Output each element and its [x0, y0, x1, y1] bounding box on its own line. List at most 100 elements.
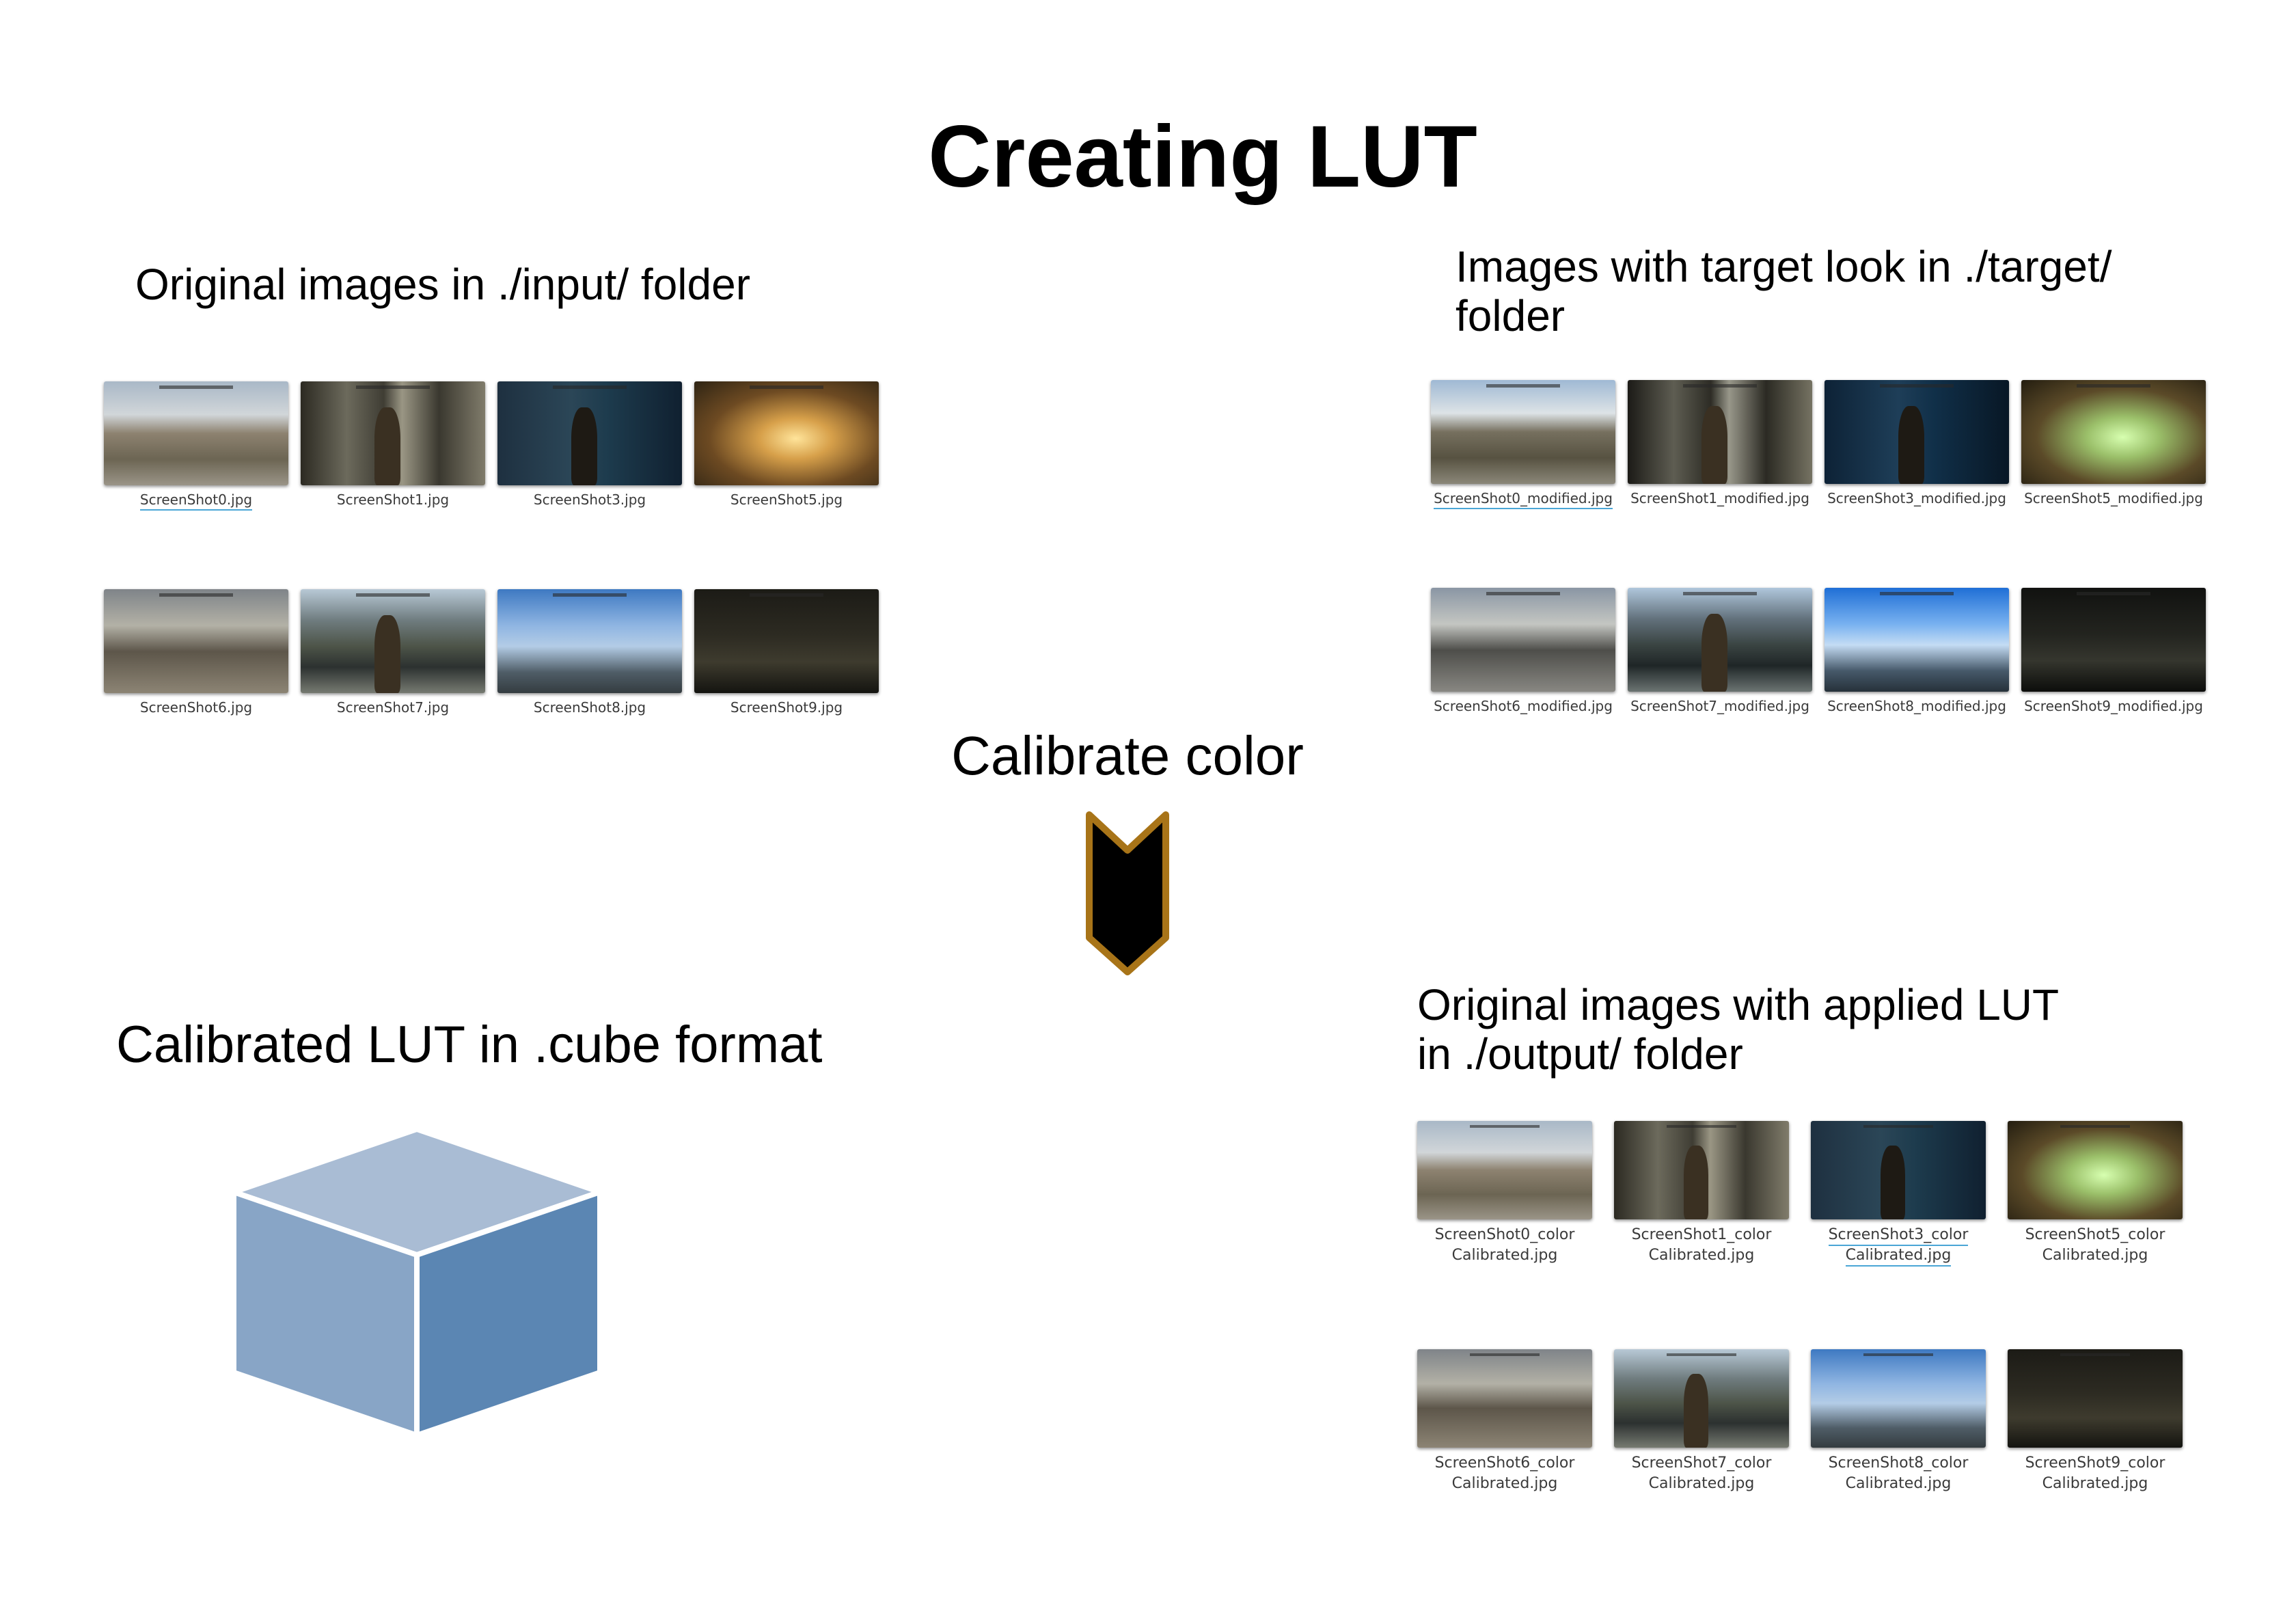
hud-bar — [1486, 384, 1560, 388]
image-thumbnail[interactable] — [1628, 380, 1812, 484]
image-filename-label[interactable]: ScreenShot0_color Calibrated.jpg — [1397, 1225, 1613, 1266]
filename-text: ScreenShot6.jpg — [139, 699, 253, 716]
filename-text: ScreenShot3_color Calibrated.jpg — [1828, 1226, 1969, 1267]
image-filename-label[interactable]: ScreenShot8_modified.jpg — [1804, 696, 2030, 716]
image-thumbnail[interactable] — [1628, 588, 1812, 692]
output-section-title: Original images with applied LUT in ./ou… — [1417, 980, 2059, 1079]
image-filename-label[interactable]: ScreenShot3_color Calibrated.jpg — [1790, 1225, 2006, 1267]
image-filename-label[interactable]: ScreenShot6_color Calibrated.jpg — [1397, 1453, 1613, 1494]
character-figure — [1684, 1374, 1709, 1448]
image-filename-label[interactable]: ScreenShot9_color Calibrated.jpg — [1987, 1453, 2203, 1494]
hud-bar — [356, 385, 430, 389]
character-figure — [1702, 614, 1727, 692]
image-filename-label[interactable]: ScreenShot7_color Calibrated.jpg — [1594, 1453, 1809, 1494]
image-filename-label[interactable]: ScreenShot5_color Calibrated.jpg — [1987, 1225, 2203, 1266]
image-filename-label[interactable]: ScreenShot9_modified.jpg — [2001, 696, 2226, 716]
hud-bar — [1469, 1124, 1540, 1128]
image-filename-label[interactable]: ScreenShot8_color Calibrated.jpg — [1790, 1453, 2006, 1494]
cube-icon — [231, 1126, 603, 1438]
hud-bar — [159, 593, 233, 597]
image-thumbnail[interactable] — [301, 589, 485, 693]
character-figure — [374, 407, 400, 485]
image-filename-label[interactable]: ScreenShot5.jpg — [674, 489, 899, 510]
hud-bar — [750, 593, 823, 597]
image-filename-label[interactable]: ScreenShot1.jpg — [280, 489, 506, 510]
image-filename-label[interactable]: ScreenShot7_modified.jpg — [1607, 696, 1833, 716]
hud-bar — [1880, 384, 1954, 388]
filename-text: ScreenShot8_color Calibrated.jpg — [1828, 1454, 1969, 1492]
hud-bar — [1863, 1353, 1934, 1357]
image-thumbnail[interactable] — [1614, 1349, 1789, 1448]
image-filename-label[interactable]: ScreenShot7.jpg — [280, 697, 506, 718]
image-thumbnail[interactable] — [1417, 1121, 1592, 1219]
image-thumbnail[interactable] — [104, 381, 288, 485]
target-section-title: Images with target look in ./target/ fol… — [1456, 242, 2112, 340]
image-thumbnail[interactable] — [301, 381, 485, 485]
filename-text: ScreenShot1.jpg — [336, 491, 450, 508]
image-thumbnail[interactable] — [1824, 380, 2009, 484]
image-thumbnail[interactable] — [1824, 588, 2009, 692]
hud-bar — [1880, 592, 1954, 595]
target-section-title-line2: folder — [1456, 291, 1566, 340]
output-section-title-line1: Original images with applied LUT — [1417, 980, 2060, 1029]
image-filename-label[interactable]: ScreenShot9.jpg — [674, 697, 899, 718]
image-thumbnail[interactable] — [1811, 1349, 1986, 1448]
character-figure — [1898, 406, 1924, 484]
lut-section-title: Calibrated LUT in .cube format — [116, 1016, 823, 1074]
image-thumbnail[interactable] — [497, 589, 682, 693]
image-thumbnail[interactable] — [1614, 1121, 1789, 1219]
hud-bar — [553, 385, 627, 389]
output-section-title-line2: in ./output/ folder — [1417, 1029, 1743, 1079]
input-section-title: Original images in ./input/ folder — [135, 260, 750, 309]
image-thumbnail[interactable] — [1431, 588, 1615, 692]
image-filename-label[interactable]: ScreenShot1_color Calibrated.jpg — [1594, 1225, 1809, 1266]
filename-text: ScreenShot9.jpg — [730, 699, 843, 716]
image-thumbnail[interactable] — [1811, 1121, 1986, 1219]
image-thumbnail[interactable] — [1417, 1349, 1592, 1448]
image-thumbnail[interactable] — [2008, 1349, 2183, 1448]
page-title: Creating LUT — [928, 108, 1477, 206]
image-thumbnail[interactable] — [497, 381, 682, 485]
image-thumbnail[interactable] — [2021, 588, 2206, 692]
filename-text: ScreenShot7_color Calibrated.jpg — [1631, 1454, 1772, 1492]
filename-text: ScreenShot5_color Calibrated.jpg — [2025, 1226, 2165, 1264]
hud-bar — [553, 593, 627, 597]
image-thumbnail[interactable] — [2021, 380, 2206, 484]
target-section-title-line1: Images with target look in ./target/ — [1456, 242, 2112, 291]
image-filename-label[interactable]: ScreenShot5_modified.jpg — [2001, 488, 2226, 509]
character-figure — [1684, 1146, 1709, 1219]
image-filename-label[interactable]: ScreenShot0_modified.jpg — [1410, 488, 1636, 509]
filename-text: ScreenShot5_modified.jpg — [2024, 490, 2203, 506]
image-filename-label[interactable]: ScreenShot1_modified.jpg — [1607, 488, 1833, 509]
image-filename-label[interactable]: ScreenShot6.jpg — [83, 697, 309, 718]
hud-bar — [2077, 384, 2150, 388]
image-thumbnail[interactable] — [104, 589, 288, 693]
image-thumbnail[interactable] — [694, 381, 879, 485]
filename-text: ScreenShot9_color Calibrated.jpg — [2025, 1454, 2165, 1492]
hud-bar — [356, 593, 430, 597]
image-filename-label[interactable]: ScreenShot3_modified.jpg — [1804, 488, 2030, 509]
filename-text: ScreenShot1_color Calibrated.jpg — [1631, 1226, 1772, 1264]
hud-bar — [1486, 592, 1560, 595]
filename-text: ScreenShot6_modified.jpg — [1434, 698, 1613, 714]
image-filename-label[interactable]: ScreenShot6_modified.jpg — [1410, 696, 1636, 716]
image-filename-label[interactable]: ScreenShot3.jpg — [477, 489, 702, 510]
image-thumbnail[interactable] — [2008, 1121, 2183, 1219]
filename-text: ScreenShot6_color Calibrated.jpg — [1434, 1454, 1575, 1492]
hud-bar — [2060, 1353, 2131, 1357]
calibrate-label: Calibrate color — [951, 725, 1304, 786]
hud-bar — [159, 385, 233, 389]
image-thumbnail[interactable] — [1431, 380, 1615, 484]
character-figure — [374, 615, 400, 693]
hud-bar — [750, 385, 823, 389]
character-figure — [571, 407, 597, 485]
filename-text: ScreenShot9_modified.jpg — [2024, 698, 2203, 714]
filename-text: ScreenShot5.jpg — [730, 491, 843, 508]
hud-bar — [2060, 1124, 2131, 1128]
hud-bar — [1863, 1124, 1934, 1128]
hud-bar — [1683, 384, 1757, 388]
image-thumbnail[interactable] — [694, 589, 879, 693]
image-filename-label[interactable]: ScreenShot8.jpg — [477, 697, 702, 718]
image-filename-label[interactable]: ScreenShot0.jpg — [83, 489, 309, 511]
filename-text: ScreenShot8.jpg — [533, 699, 646, 716]
